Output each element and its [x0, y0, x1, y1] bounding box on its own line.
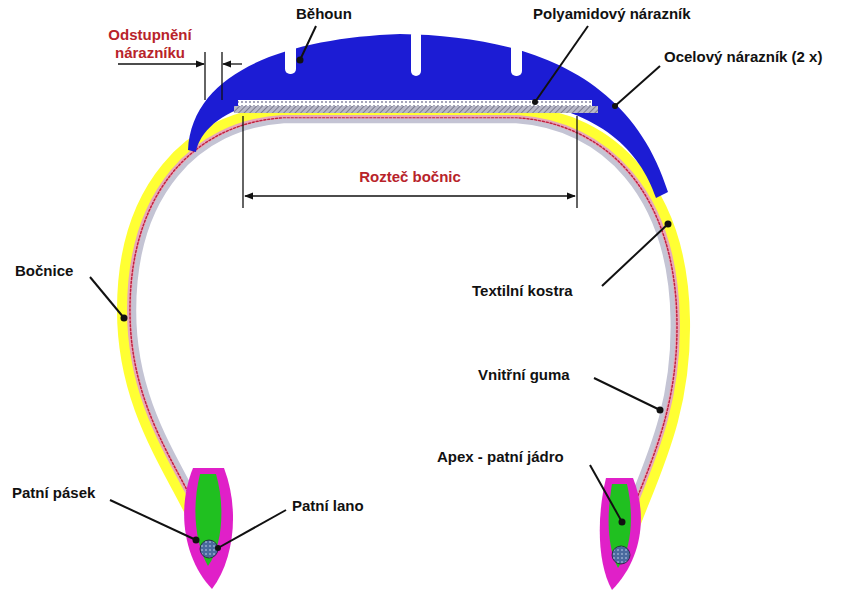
bead-strip [184, 468, 233, 589]
apex [609, 484, 631, 568]
leader-dots [121, 57, 672, 552]
sidewall [125, 114, 682, 565]
part-label: Patní pásek [12, 484, 95, 502]
part-label: Polyamidový nárazník [533, 5, 691, 23]
part-label: Ocelový nárazník (2 x) [664, 48, 822, 66]
part-label: Textilní kostra [472, 282, 573, 300]
part-label: Odstupnění nárazníku [94, 26, 206, 62]
leader-lines [90, 26, 668, 548]
polyamide-belt [238, 100, 592, 106]
part-label: Běhoun [296, 5, 352, 23]
tread [188, 34, 668, 198]
part-label: Vnitřní guma [478, 366, 570, 384]
part-label: Apex - patní jádro [437, 448, 564, 466]
carcass [125, 114, 682, 565]
bead-wire [612, 546, 630, 564]
steel-belt [234, 106, 598, 113]
tread-grooves [285, 30, 522, 76]
part-label: Bočnice [15, 262, 73, 280]
dimension-lines [118, 52, 577, 208]
part-label: Rozteč bočnic [359, 168, 461, 186]
part-label: Patní lano [292, 497, 364, 515]
apex [195, 474, 221, 566]
